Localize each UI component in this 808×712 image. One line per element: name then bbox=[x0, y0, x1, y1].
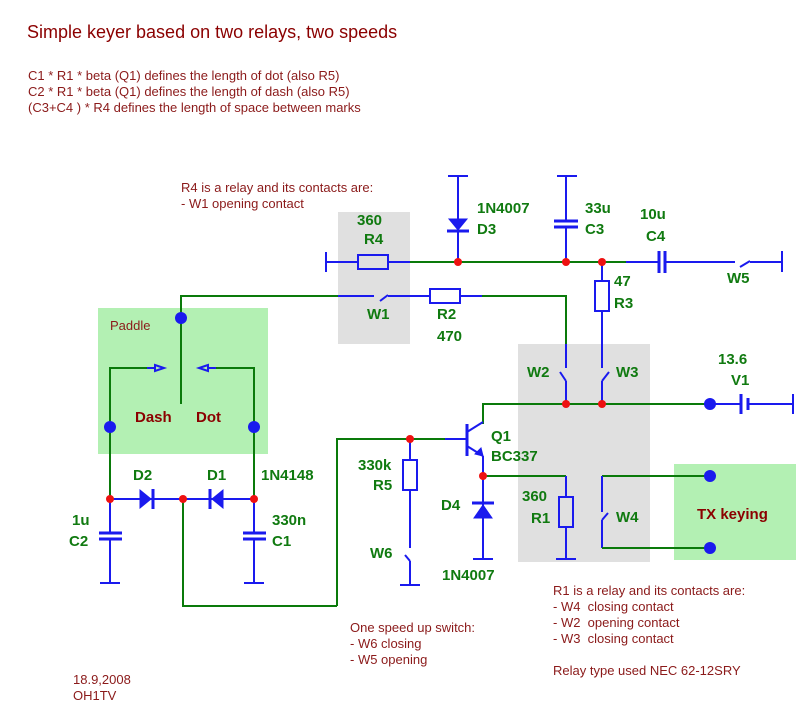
diode-join-wire bbox=[182, 499, 337, 607]
junction-node bbox=[106, 495, 114, 503]
page-title: Simple keyer based on two relays, two sp… bbox=[27, 22, 398, 42]
paddle-common-wire bbox=[180, 295, 338, 318]
d1-diode bbox=[183, 488, 254, 510]
v1-battery bbox=[710, 394, 794, 414]
r5-resistor bbox=[402, 439, 418, 548]
tx-keying-box bbox=[674, 464, 796, 560]
r5-value: 330k bbox=[358, 457, 392, 474]
d1-ref: D1 bbox=[207, 467, 227, 484]
r2-value: 470 bbox=[437, 328, 463, 345]
c3-capacitor bbox=[554, 175, 578, 262]
signature-callsign: OH1TV bbox=[73, 688, 117, 703]
speed-switch-note: One speed up switch: - W6 closing - W5 o… bbox=[350, 620, 476, 667]
junction-node bbox=[562, 400, 570, 408]
description-line: C2 * R1 * beta (Q1) defines the length o… bbox=[28, 84, 350, 99]
paddle-contacts bbox=[109, 318, 255, 499]
relay-r1-box bbox=[518, 344, 650, 562]
relay-r4-box bbox=[338, 212, 410, 344]
r4-resistor bbox=[325, 252, 410, 272]
c2-value: 1u bbox=[72, 512, 90, 529]
r4-ref: R4 bbox=[364, 231, 384, 248]
dot-label: Dot bbox=[196, 409, 221, 426]
d3-value: 1N4007 bbox=[477, 200, 530, 217]
d4-ref: D4 bbox=[441, 497, 461, 514]
paddle-box bbox=[98, 308, 268, 454]
w6-label: W6 bbox=[370, 545, 393, 562]
junction-node bbox=[598, 258, 606, 266]
r2-w2-wire bbox=[482, 295, 567, 344]
junction-node bbox=[179, 495, 187, 503]
w1-switch bbox=[338, 294, 430, 302]
r3-value: 47 bbox=[614, 273, 631, 290]
junction-node bbox=[562, 258, 570, 266]
c3-value: 33u bbox=[585, 200, 611, 217]
w5-label: W5 bbox=[727, 270, 750, 287]
terminal-paddle-common bbox=[175, 312, 187, 324]
terminal-dash bbox=[104, 421, 116, 433]
r1-relay-coil bbox=[556, 476, 576, 560]
c3-ref: C3 bbox=[585, 221, 605, 238]
c4-value: 10u bbox=[640, 206, 666, 223]
w4-switch bbox=[601, 475, 710, 549]
r1-value: 360 bbox=[522, 488, 548, 505]
c1-value: 330n bbox=[272, 512, 307, 529]
dash-label: Dash bbox=[135, 409, 172, 426]
c1-ref: C1 bbox=[272, 533, 292, 550]
d4-value: 1N4007 bbox=[442, 567, 495, 584]
terminal-tx-1 bbox=[704, 470, 716, 482]
w2-label: W2 bbox=[527, 364, 550, 381]
c4-ref: C4 bbox=[646, 228, 666, 245]
v1-ref: V1 bbox=[731, 372, 750, 389]
d1-d2-value: 1N4148 bbox=[261, 467, 314, 484]
description-line: C1 * R1 * beta (Q1) defines the length o… bbox=[28, 68, 340, 83]
terminal-v1 bbox=[704, 398, 716, 410]
q1-transistor bbox=[445, 421, 484, 476]
r4-relay-note: R4 is a relay and its contacts are: - W1… bbox=[181, 180, 374, 211]
r3-ref: R3 bbox=[614, 295, 634, 312]
r1-relay-note: R1 is a relay and its contacts are: - W4… bbox=[553, 583, 746, 678]
q1-value: BC337 bbox=[491, 448, 538, 465]
terminal-tx-2 bbox=[704, 542, 716, 554]
c2-capacitor bbox=[99, 499, 122, 584]
terminal-dot bbox=[248, 421, 260, 433]
r2-resistor bbox=[429, 288, 482, 304]
w5-switch bbox=[739, 251, 783, 272]
junction-node bbox=[454, 258, 462, 266]
junction-node bbox=[406, 435, 414, 443]
c2-ref: C2 bbox=[69, 533, 89, 550]
c1-capacitor bbox=[243, 499, 266, 584]
c4-capacitor bbox=[626, 251, 735, 273]
junction-node bbox=[479, 472, 487, 480]
r2-ref: R2 bbox=[437, 306, 457, 323]
v1-value: 13.6 bbox=[718, 351, 748, 368]
d2-ref: D2 bbox=[133, 467, 153, 484]
description-line: (C3+C4 ) * R4 defines the length of spac… bbox=[28, 100, 361, 115]
junction-node bbox=[598, 400, 606, 408]
junction-node bbox=[250, 495, 258, 503]
d2-diode bbox=[110, 488, 183, 510]
r5-ref: R5 bbox=[373, 477, 393, 494]
d3-ref: D3 bbox=[477, 221, 497, 238]
w3-label: W3 bbox=[616, 364, 639, 381]
r1-ref: R1 bbox=[531, 510, 551, 527]
w6-switch bbox=[400, 554, 420, 586]
w4-label: W4 bbox=[616, 509, 639, 526]
collector-rail bbox=[482, 403, 710, 424]
r4-value: 360 bbox=[357, 212, 383, 229]
q1-ref: Q1 bbox=[491, 428, 512, 445]
signature-date: 18.9,2008 bbox=[73, 672, 131, 687]
w1-label: W1 bbox=[367, 306, 390, 323]
d3-diode bbox=[447, 175, 469, 262]
tx-keying-label: TX keying bbox=[697, 506, 768, 523]
d4-diode bbox=[472, 476, 494, 560]
paddle-label: Paddle bbox=[110, 318, 151, 333]
